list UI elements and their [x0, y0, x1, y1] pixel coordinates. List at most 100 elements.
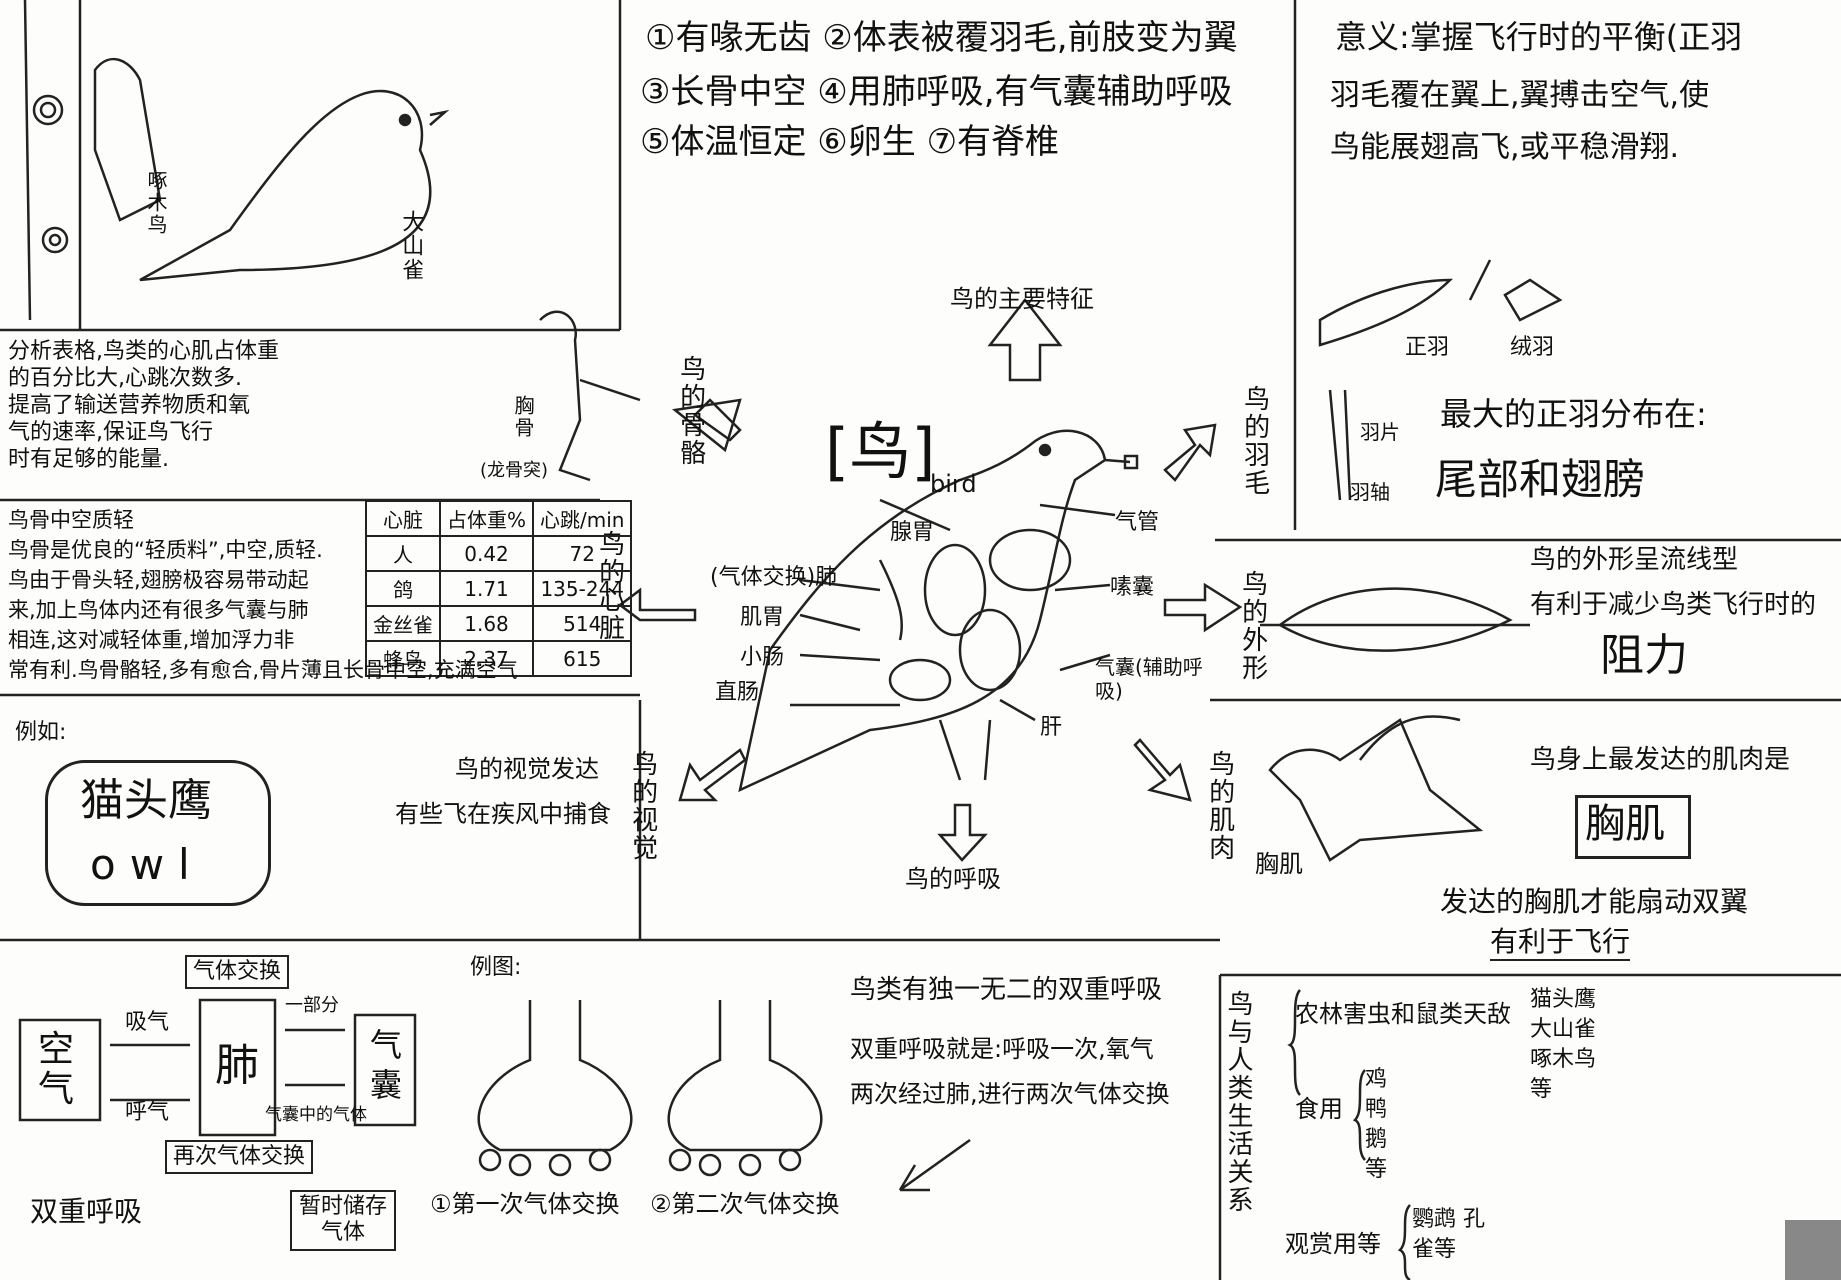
- center-title-en: bird: [930, 470, 977, 498]
- heart-analysis-line: 的百分比大,心跳次数多.: [8, 366, 242, 391]
- feather-meaning-2: 羽毛覆在翼上,翼搏击空气,使: [1330, 78, 1710, 113]
- muscle-line-3: 有利于飞行: [1490, 925, 1631, 961]
- table-cell: 鸽: [365, 570, 441, 607]
- sac-gas-label: 气囊中的气体: [265, 1105, 367, 1125]
- shape-line-2: 有利于减少鸟类飞行时的: [1530, 590, 1817, 620]
- heart-analysis-line: 分析表格,鸟类的心肌占体重: [8, 339, 279, 364]
- heart-analysis-line: 时有足够的能量.: [8, 447, 169, 472]
- organ-crop: 嗉囊: [1110, 575, 1155, 600]
- example-label: 例如:: [15, 720, 67, 745]
- pectoral-label: 胸肌: [1255, 850, 1303, 878]
- organ-small-intestine: 小肠: [740, 645, 785, 670]
- muscle-answer-box: [1575, 795, 1691, 859]
- definition-line-2: 两次经过肺,进行两次气体交换: [850, 1080, 1170, 1108]
- second-exchange-box: 再次气体交换: [165, 1140, 314, 1175]
- table-header: 心脏: [365, 500, 441, 537]
- bones-line: 常有利.鸟骨骼轻,多有愈合,骨片薄且长骨中空,充满空气: [8, 658, 518, 682]
- store-box: 暂时储存气体: [290, 1190, 396, 1251]
- owl-en: owl: [90, 840, 204, 889]
- heart-analysis: 分析表格,鸟类的心肌占体重 的百分比大,心跳次数多. 提高了输送营养物质和氧 气…: [8, 338, 279, 473]
- relation-title: 鸟与人类生活关系: [1223, 990, 1253, 1214]
- muscle-label: 鸟的肌肉: [1204, 750, 1235, 862]
- table-cell: 0.42: [438, 535, 535, 572]
- table-row: 心脏 占体重% 心跳/min: [365, 500, 633, 537]
- bones-heading: 鸟骨中空质轻: [8, 508, 134, 532]
- first-exchange-label: ①第一次气体交换: [430, 1190, 620, 1218]
- shape-line-1: 鸟的外形呈流线型: [1530, 545, 1739, 575]
- table-row: 蜂鸟 2.37 615: [365, 640, 633, 677]
- table-cell: 1.68: [438, 605, 535, 642]
- respiration-label: 鸟的呼吸: [905, 865, 1001, 893]
- down-feather-label: 绒羽: [1510, 335, 1555, 360]
- table-header: 占体重%: [438, 500, 535, 537]
- inhale-label: 吸气: [125, 1010, 170, 1035]
- air-box: 空气: [38, 1029, 75, 1110]
- table-row: 金丝雀 1.68 514: [365, 605, 633, 642]
- lung-box: 肺: [215, 1040, 259, 1091]
- muscle-line-2: 发达的胸肌才能扇动双翼: [1440, 885, 1749, 918]
- table-header: 心跳/min: [532, 500, 633, 537]
- part-label: 一部分: [285, 995, 339, 1016]
- corner-mark: [1785, 1220, 1841, 1280]
- feather-meaning-3: 鸟能展翅高飞,或平稳滑翔.: [1330, 130, 1680, 165]
- definition-line-1: 双重呼吸就是:呼吸一次,氧气: [850, 1035, 1154, 1063]
- organ-gizzard: 肌胃: [740, 605, 785, 630]
- feature-line-3: ⑤体温恒定 ⑥卵生 ⑦有脊椎: [640, 122, 1060, 162]
- keel-label: (龙骨突): [480, 460, 549, 481]
- table-cell: 2.37: [438, 640, 535, 677]
- skeleton-label: 鸟的骨骼: [675, 355, 706, 467]
- owl-cn: 猫头鹰: [80, 775, 212, 826]
- unique-breath-line: 鸟类有独一无二的双重呼吸: [850, 975, 1163, 1005]
- sac-box: 气囊: [370, 1026, 403, 1104]
- bones-text: 鸟骨中空质轻 鸟骨是优良的“轻质料”,中空,质轻. 鸟由于骨头轻,翅膀极容易带动…: [8, 505, 518, 685]
- organ-air-sac: 气囊(辅助呼吸): [1095, 655, 1203, 703]
- table-cell: 蜂鸟: [365, 640, 441, 677]
- contour-feather-label: 正羽: [1405, 335, 1450, 360]
- center-title-char: 鸟: [849, 415, 912, 488]
- bones-line: 来,加上鸟体内还有很多气囊与肺: [8, 598, 309, 622]
- enemy-label: 农林害虫和鼠类天敌: [1295, 1000, 1511, 1028]
- muscle-answer: 胸肌: [1585, 801, 1665, 847]
- tit-label: 大山雀: [398, 210, 424, 282]
- view-items: 鹦鹉 孔雀等: [1412, 1207, 1485, 1262]
- organ-rectum: 直肠: [715, 680, 760, 705]
- bones-line: 鸟由于骨头轻,翅膀极容易带动起: [8, 568, 309, 592]
- organ-trachea: 气管: [1115, 510, 1160, 535]
- double-breath-title: 双重呼吸: [30, 1195, 143, 1228]
- feather-meaning-1: 意义:掌握飞行时的平衡(正羽: [1335, 18, 1743, 56]
- vision-line-2: 有些飞在疾风中捕食: [395, 800, 611, 828]
- bones-line: 相连,这对减轻体重,增加浮力非: [8, 628, 295, 652]
- table-cell: 72: [532, 535, 633, 572]
- owl-box: [45, 760, 271, 906]
- second-exchange-label: ②第二次气体交换: [650, 1190, 840, 1218]
- center-title: [鸟]: [825, 415, 936, 488]
- feature-line-2: ③长骨中空 ④用肺呼吸,有气囊辅助呼吸: [640, 72, 1233, 112]
- gas-exchange-box: 气体交换: [185, 955, 290, 990]
- main-features-label: 鸟的主要特征: [950, 285, 1094, 313]
- shape-line-3: 阻力: [1600, 630, 1688, 681]
- largest-feather-question: 最大的正羽分布在:: [1440, 395, 1707, 433]
- exhale-label: 呼气: [125, 1100, 170, 1125]
- woodpecker-label: 啄木鸟: [144, 170, 168, 236]
- organ-lung: (气体交换)肺: [710, 565, 838, 590]
- vision-line-1: 鸟的视觉发达: [455, 755, 599, 783]
- heart-table: 心脏 占体重% 心跳/min 人 0.42 72 鸽 1.71 135-244 …: [365, 500, 633, 677]
- table-cell: 514: [532, 605, 633, 642]
- vision-label: 鸟的视觉: [627, 750, 658, 862]
- table-cell: 615: [532, 640, 633, 677]
- largest-feather-answer: 尾部和翅膀: [1435, 455, 1646, 504]
- organ-glandular-stomach: 腺胃: [890, 520, 935, 545]
- feature-line-1: ①有喙无齿 ②体表被覆羽毛,前肢变为翼: [645, 18, 1238, 58]
- food-label: 食用: [1295, 1095, 1343, 1123]
- heart-analysis-line: 提高了输送营养物质和氧: [8, 393, 251, 418]
- bones-line: 鸟骨是优良的“轻质料”,中空,质轻.: [8, 538, 323, 562]
- heart-analysis-line: 气的速率,保证鸟飞行: [8, 420, 213, 445]
- feathers-label: 鸟的羽毛: [1239, 385, 1270, 497]
- organ-liver: 肝: [1040, 715, 1063, 740]
- view-label: 观赏用等: [1285, 1230, 1381, 1258]
- table-cell: 金丝雀: [365, 605, 441, 642]
- table-cell: 1.71: [438, 570, 535, 607]
- shaft-label: 羽轴: [1350, 480, 1390, 504]
- table-cell: 人: [365, 535, 441, 572]
